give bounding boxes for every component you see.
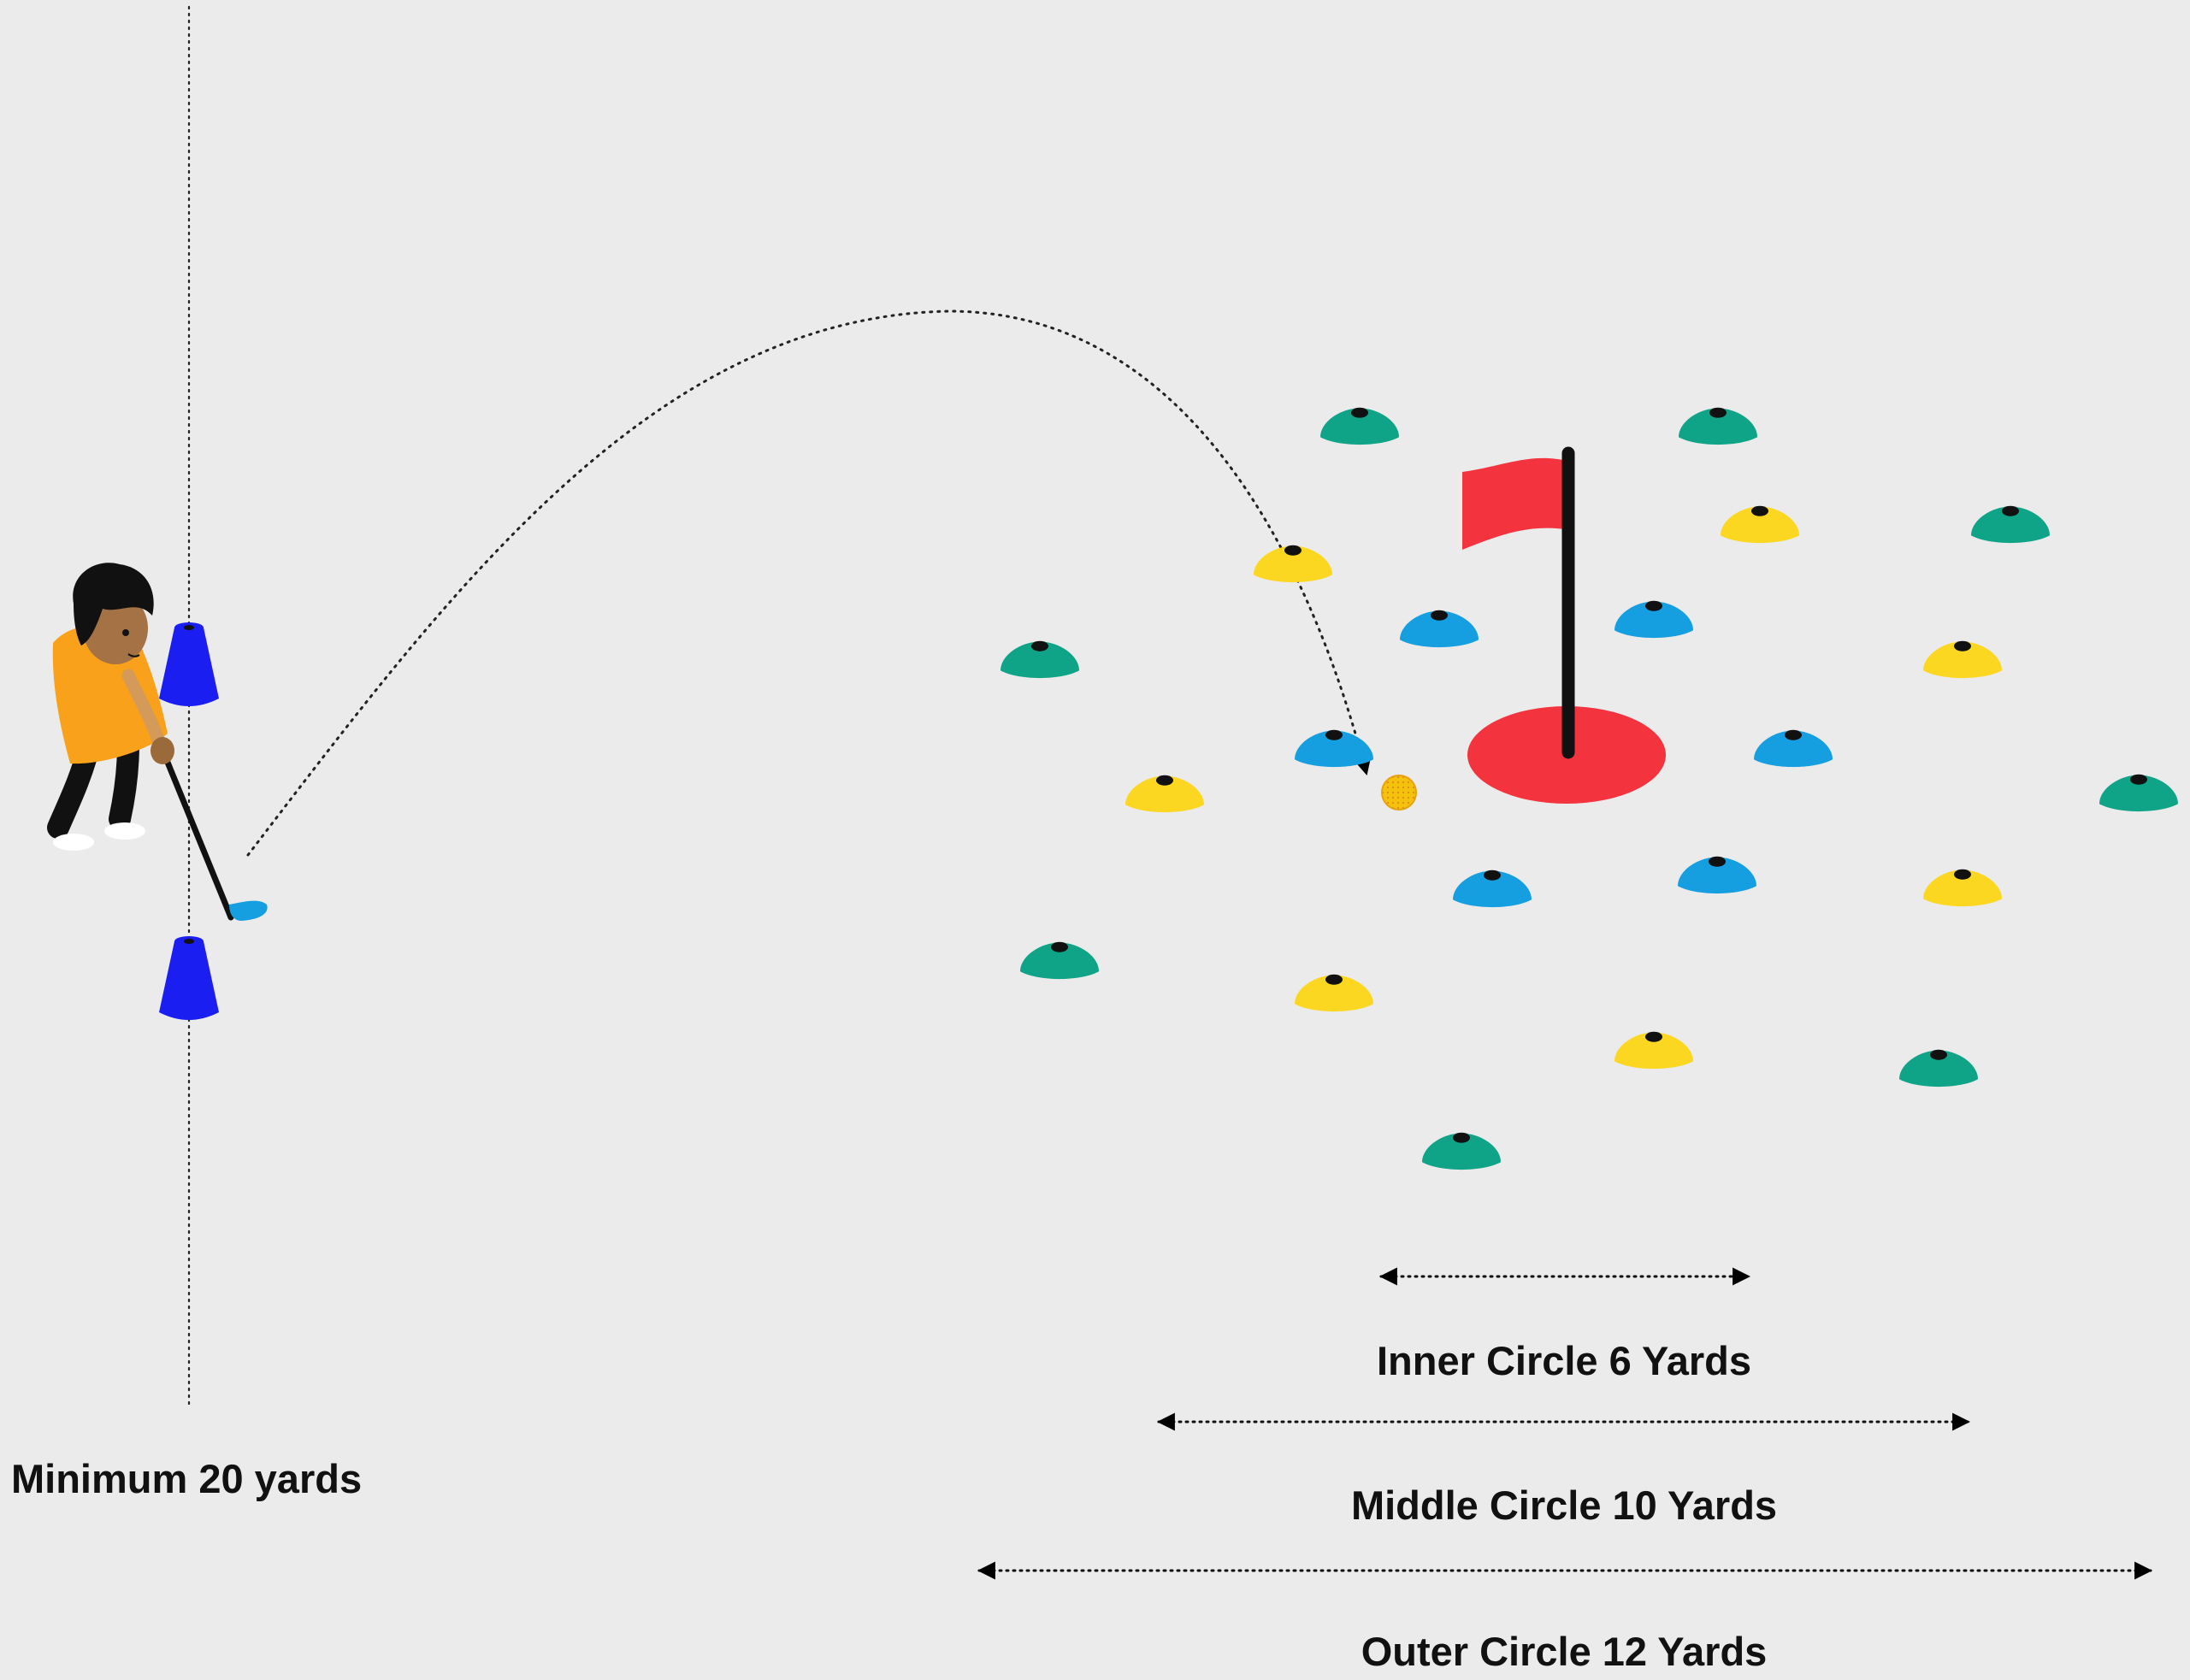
disc-cone-green-icon	[1320, 408, 1399, 445]
disc-cone-yellow-icon	[1254, 545, 1332, 582]
disc-cone-green-icon	[1020, 942, 1099, 979]
tall-cone-icon	[159, 622, 219, 706]
disc-cone-blue-icon	[1754, 730, 1833, 767]
disc-cone-green-icon	[1679, 408, 1757, 445]
disc-cone-blue-icon	[1400, 610, 1479, 647]
disc-cone-green-icon	[1971, 506, 2050, 543]
disc-cone-blue-icon	[1295, 730, 1373, 767]
disc-cone-green-icon	[1422, 1133, 1501, 1170]
disc-cone-yellow-icon	[1923, 869, 2002, 906]
inner-circle-label: Inner Circle 6 Yards	[1377, 1341, 1751, 1381]
disc-cone-blue-icon	[1614, 601, 1693, 638]
disc-cone-yellow-icon	[1295, 975, 1373, 1011]
disc-cone-green-icon	[1001, 641, 1079, 678]
golfer-icon	[53, 563, 268, 921]
disc-cone-blue-icon	[1453, 870, 1532, 907]
disc-cone-yellow-icon	[1614, 1032, 1693, 1069]
disc-cone-green-icon	[2099, 775, 2178, 811]
minimum-distance-label: Minimum 20 yards	[11, 1459, 362, 1499]
disc-cone-green-icon	[1899, 1050, 1978, 1087]
middle-circle-label: Middle Circle 10 Yards	[1351, 1485, 1777, 1525]
outer-circle-label: Outer Circle 12 Yards	[1361, 1631, 1768, 1671]
ball-flight-path	[248, 311, 1367, 855]
golf-ball-icon	[1382, 775, 1416, 810]
disc-cone-yellow-icon	[1721, 506, 1799, 543]
disc-cone-yellow-icon	[1923, 641, 2002, 678]
disc-cone-blue-icon	[1678, 857, 1756, 893]
tall-cone-icon	[159, 936, 219, 1020]
disc-cone-yellow-icon	[1125, 775, 1204, 812]
